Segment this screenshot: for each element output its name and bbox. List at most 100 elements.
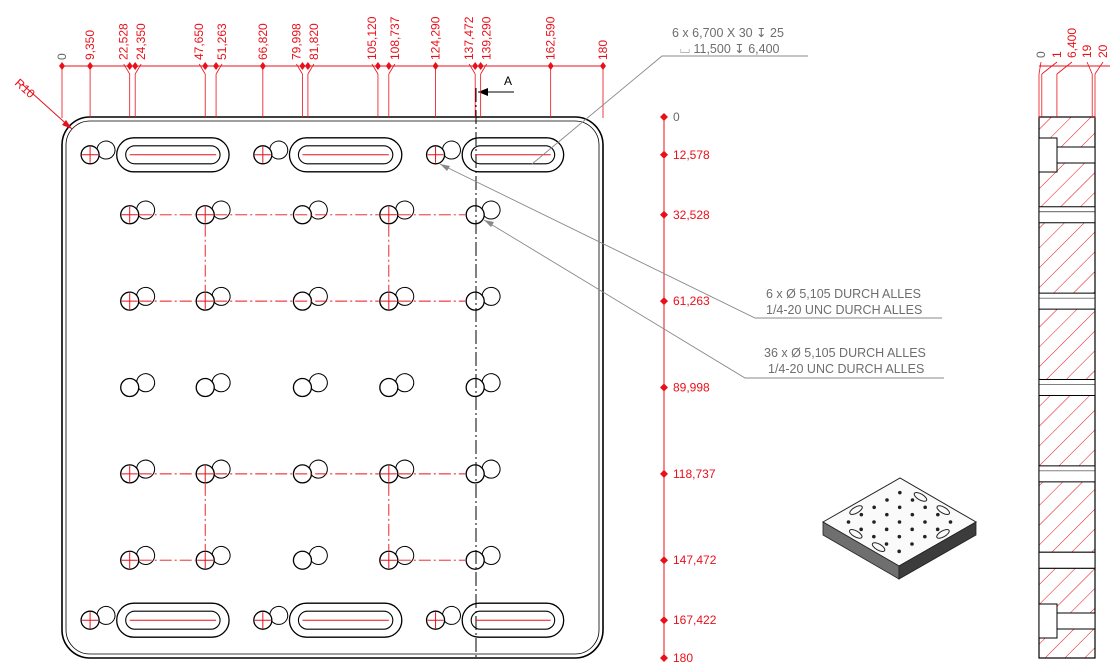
top-dim-tick bbox=[126, 62, 133, 70]
side-extension-lines bbox=[1038, 61, 1104, 118]
hole-thread bbox=[395, 545, 415, 565]
iso-hole bbox=[885, 512, 889, 517]
iso-hole bbox=[872, 520, 876, 524]
slot-inner bbox=[470, 610, 556, 630]
hole-thread bbox=[211, 286, 231, 306]
top-dim-label: 22,528 bbox=[117, 23, 131, 60]
top-dim-tick bbox=[132, 62, 139, 70]
top-dim-tick bbox=[299, 62, 306, 70]
top-extension-jog bbox=[480, 63, 487, 75]
hole-thread bbox=[269, 605, 289, 625]
top-dim-tick bbox=[304, 62, 311, 70]
radius-leader bbox=[21, 83, 73, 130]
slot-note-leader bbox=[531, 55, 808, 165]
iso-slot bbox=[871, 542, 886, 552]
right-dim-tick bbox=[660, 297, 668, 306]
hole-thread bbox=[442, 140, 461, 160]
hole-thread bbox=[96, 605, 116, 625]
iso-hole bbox=[897, 505, 902, 510]
hole-note-1-line1: 6 x Ø 5,105 DURCH ALLES bbox=[766, 287, 921, 301]
top-dim-tick bbox=[385, 62, 392, 70]
slots-group bbox=[116, 137, 565, 638]
hole-note-1-arrow bbox=[440, 164, 450, 171]
iso-hole bbox=[923, 520, 927, 524]
side-hole-section bbox=[1038, 465, 1096, 483]
iso-hole bbox=[910, 512, 915, 517]
slot-inner bbox=[125, 145, 221, 165]
hole bbox=[253, 145, 273, 165]
side-slot-bottom bbox=[1056, 612, 1096, 630]
right-dim-label: 32,528 bbox=[673, 208, 710, 222]
side-extension-jog bbox=[1041, 61, 1058, 75]
hole bbox=[195, 205, 215, 225]
side-hole-section bbox=[1038, 206, 1096, 224]
holes-group bbox=[80, 140, 501, 630]
iso-hole bbox=[872, 505, 876, 510]
iso-hole bbox=[859, 527, 863, 532]
iso-hole bbox=[885, 498, 889, 502]
right-dimension-labels: 012,57832,52861,26389,998118,737147,4721… bbox=[673, 110, 717, 665]
hole bbox=[120, 464, 140, 484]
top-dim-label: 105,120 bbox=[365, 16, 379, 60]
top-dim-tick bbox=[477, 62, 484, 70]
side-extension-jog bbox=[1038, 61, 1042, 75]
side-hole-section bbox=[1038, 551, 1096, 569]
iso-hole bbox=[884, 527, 889, 532]
iso-slot bbox=[913, 492, 928, 502]
section-arrow-head bbox=[478, 88, 488, 96]
hole-thread bbox=[96, 140, 116, 160]
hole bbox=[80, 145, 100, 165]
right-extension-lines bbox=[660, 113, 668, 662]
slot-outer bbox=[461, 137, 565, 173]
plate-outline bbox=[61, 116, 604, 659]
iso-hole bbox=[923, 505, 927, 510]
hole-thread bbox=[136, 545, 156, 565]
hole-thread bbox=[481, 459, 501, 479]
iso-hole bbox=[935, 527, 940, 532]
hole bbox=[292, 550, 313, 570]
radius-label: R10 bbox=[12, 76, 38, 101]
side-dim-label: 20 bbox=[1096, 44, 1110, 58]
slot-inner bbox=[297, 145, 394, 165]
slot-outer bbox=[116, 602, 230, 638]
top-dim-label: 24,350 bbox=[134, 23, 148, 60]
hole bbox=[195, 377, 215, 398]
side-slot-top bbox=[1056, 146, 1096, 164]
iso-hole bbox=[846, 520, 851, 524]
side-extension-jog bbox=[1056, 61, 1073, 75]
right-dim-tick bbox=[660, 616, 668, 625]
hole-note-1-leader bbox=[439, 163, 942, 319]
top-dim-tick bbox=[259, 62, 266, 70]
hole bbox=[195, 464, 215, 484]
slot-inner bbox=[470, 145, 556, 165]
hole bbox=[379, 291, 399, 311]
top-extension-lines bbox=[59, 62, 606, 118]
top-dim-tick bbox=[600, 62, 606, 70]
slot-inner bbox=[125, 610, 221, 630]
section-label: A bbox=[504, 74, 512, 88]
top-extension-jog bbox=[307, 63, 315, 75]
hole-thread bbox=[481, 545, 501, 565]
right-dim-label: 147,472 bbox=[673, 553, 717, 567]
side-dim-label: 1 bbox=[1050, 51, 1064, 58]
hole bbox=[379, 205, 399, 225]
side-dim-label: 6,400 bbox=[1065, 28, 1079, 58]
top-extension-jog bbox=[123, 63, 131, 75]
hole-thread bbox=[395, 200, 415, 220]
iso-hole bbox=[910, 542, 914, 546]
slot-inner bbox=[297, 610, 394, 630]
side-extension-jog bbox=[1086, 61, 1093, 75]
plate-inner-outline bbox=[65, 120, 600, 655]
top-dim-tick bbox=[213, 62, 220, 70]
hole-thread bbox=[211, 545, 231, 565]
iso-slot bbox=[849, 505, 863, 515]
right-dim-tick bbox=[660, 383, 668, 392]
top-dim-label: 79,998 bbox=[289, 23, 303, 60]
top-dim-tick bbox=[59, 62, 65, 70]
hole-note-2-line2: 1/4-20 UNC DURCH ALLES bbox=[768, 362, 924, 376]
right-dim-label: 180 bbox=[673, 651, 693, 665]
hole bbox=[120, 550, 140, 570]
